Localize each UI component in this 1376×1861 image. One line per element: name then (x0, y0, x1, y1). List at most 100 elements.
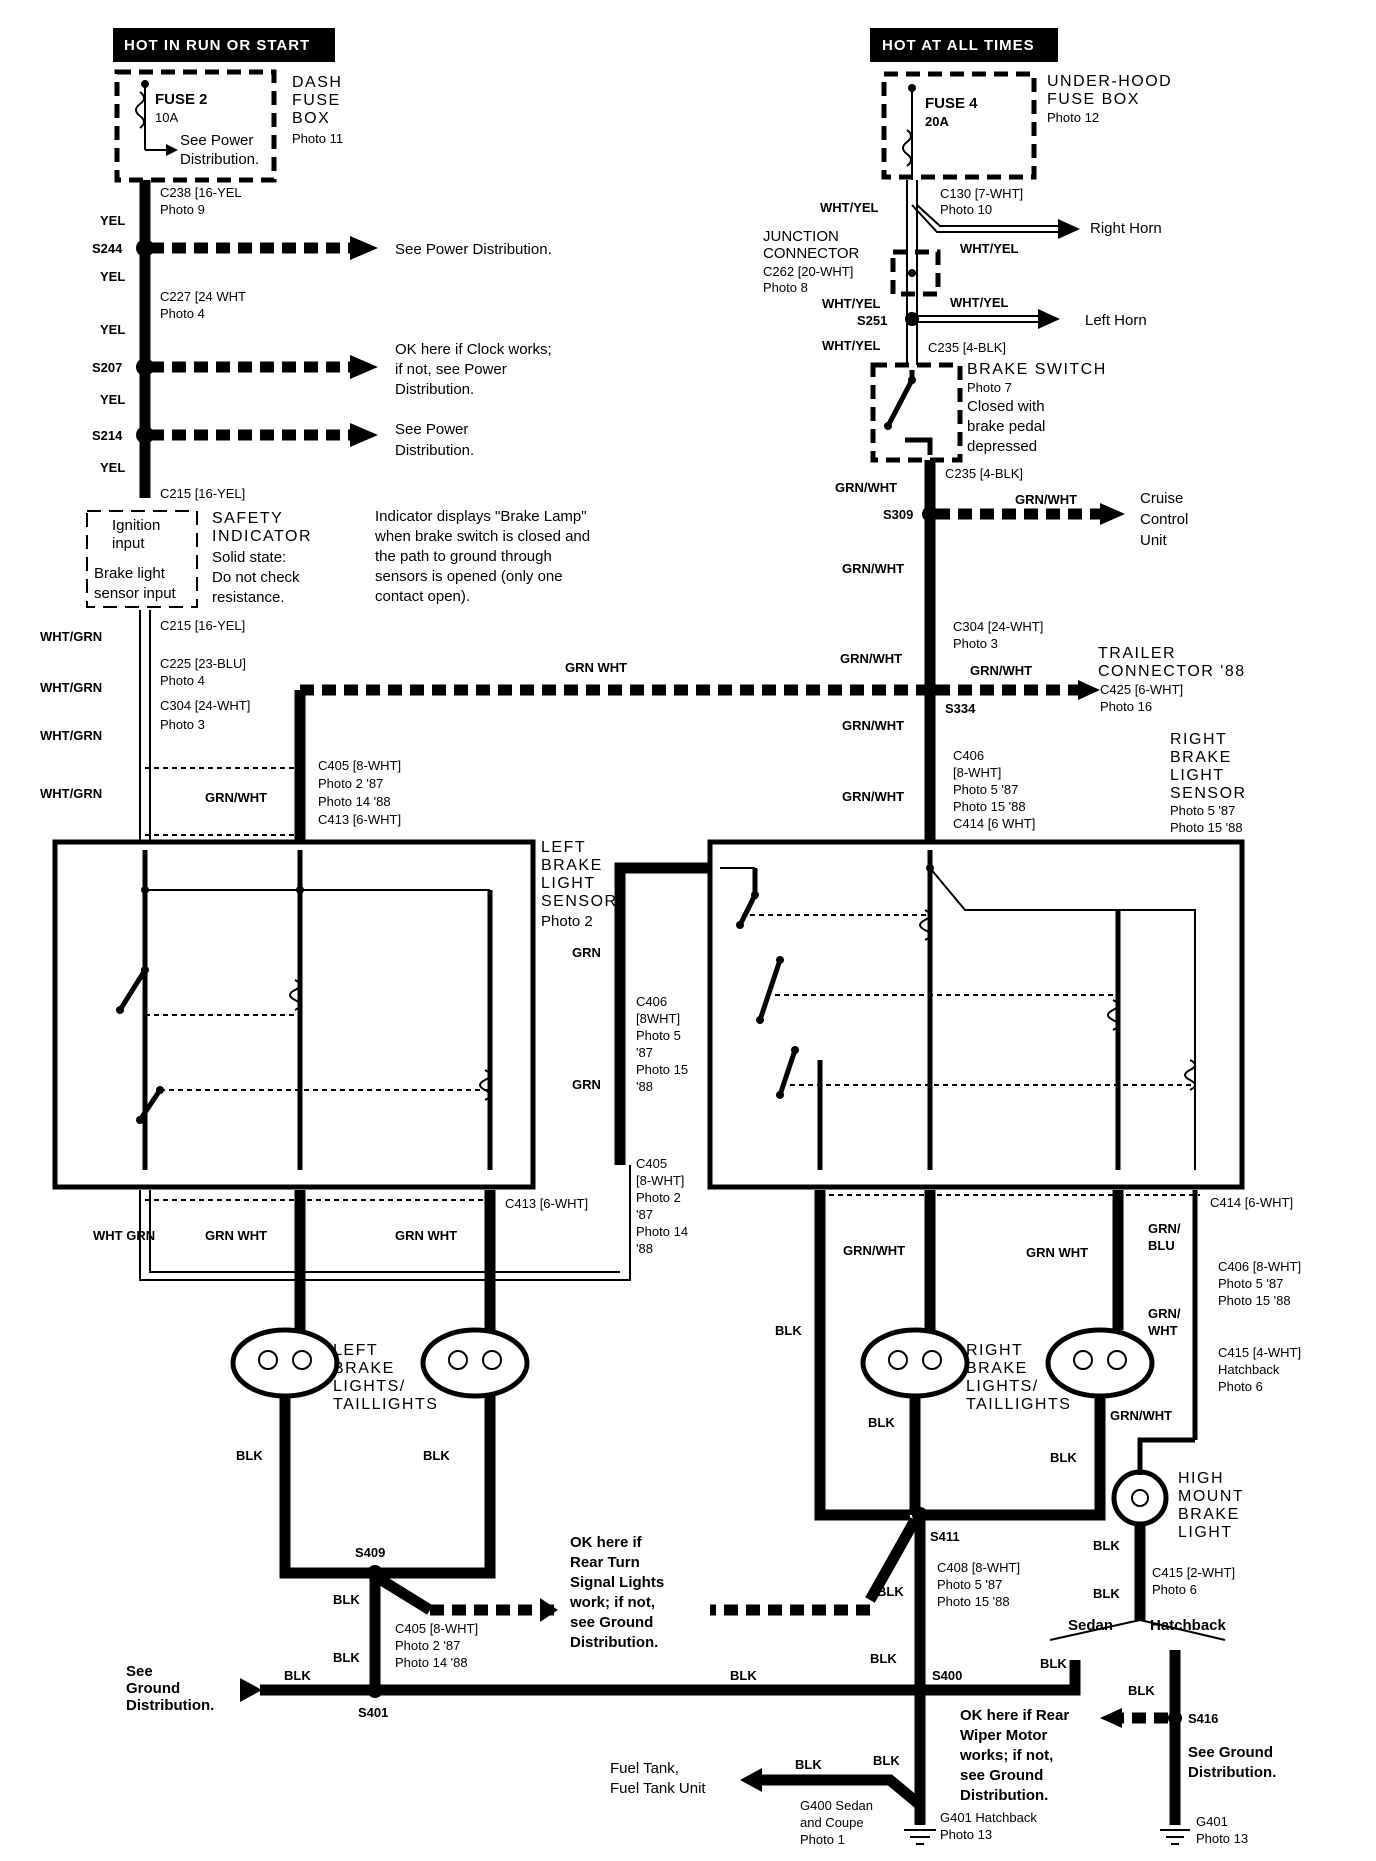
g401-right-1: Photo 13 (1196, 1831, 1248, 1846)
c406-low-2: Photo 15 '88 (1218, 1293, 1291, 1308)
wht-grn-4: WHT/GRN (40, 786, 102, 801)
g401-mid-1: Photo 13 (940, 1827, 992, 1842)
brake-switch-photo: Photo 7 (967, 380, 1012, 395)
c406-low-1: Photo 5 '87 (1218, 1276, 1283, 1291)
s214-note-1: See Power (395, 421, 468, 438)
right-power-section: HOT AT ALL TIMES FUSE 4 20A UNDER-HOOD F… (763, 28, 1245, 842)
s334-label: S334 (945, 701, 976, 716)
fuse-box-label: FUSE BOX (1047, 91, 1140, 108)
right-sensor-1: RIGHT (1170, 731, 1227, 748)
cross-wire-label: GRN WHT (565, 660, 627, 675)
wht-yel-4: WHT/YEL (950, 295, 1009, 310)
wht-grn-return-b (149, 1190, 620, 1273)
s207-note-1: OK here if Clock works; (395, 341, 552, 358)
s400-label: S400 (932, 1668, 962, 1683)
c425-label: C425 [6-WHT] (1100, 682, 1183, 697)
left-sensor-title-1: LEFT (541, 839, 586, 856)
left-sensor-box (52, 839, 536, 1190)
junction-connector (890, 249, 941, 297)
right-horn-label: Right Horn (1090, 220, 1162, 237)
sedan-ground (920, 1660, 1081, 1696)
right-sensor-p2: Photo 15 '88 (1170, 820, 1243, 835)
indicator-note-2: when brake switch is closed and (374, 528, 590, 545)
s416-splice (1168, 1711, 1182, 1725)
right-sensor-3: LIGHT (1170, 767, 1225, 784)
fuel-tank-1: Fuel Tank, (610, 1760, 679, 1777)
safety-desc-3: resistance. (212, 589, 285, 606)
c130-label: C130 [7-WHT] (940, 186, 1023, 201)
c406-mid-2: Photo 5 (636, 1028, 681, 1043)
rear-turn-note-4: work; if not, (569, 1594, 655, 1611)
s411-diag (865, 1517, 920, 1603)
c215-lower: C215 [16-YEL] (160, 618, 245, 633)
wht-grn-1: WHT/GRN (40, 629, 102, 644)
c408-2: Photo 15 '88 (937, 1594, 1010, 1609)
blk-left-1: BLK (236, 1448, 263, 1463)
fuse-2-amp: 10A (155, 110, 178, 125)
s411-label: S411 (930, 1529, 960, 1544)
c414-bottom: C414 [6-WHT] (1210, 1195, 1293, 1210)
fuse-label: FUSE (292, 92, 341, 109)
blk-left-3: BLK (333, 1592, 360, 1607)
rear-turn-note-1: OK here if (570, 1534, 643, 1551)
wiper-note-5: Distribution. (960, 1787, 1048, 1804)
left-switch-contacts (117, 968, 163, 1122)
wht-yel-1: WHT/YEL (820, 200, 879, 215)
rear-turn-note-6: Distribution. (570, 1634, 658, 1651)
s207-splice (136, 358, 154, 376)
hm-title-2: MOUNT (1178, 1488, 1244, 1505)
c413-bottom: C413 [6-WHT] (505, 1196, 588, 1211)
grn-wht-left-label: GRN/WHT (205, 790, 267, 805)
grn-label-1: GRN (572, 945, 601, 960)
c415-top-2: Photo 6 (1218, 1379, 1263, 1394)
fuse-2-symbol (135, 84, 146, 150)
grn-label-2: GRN (572, 1077, 601, 1092)
s309-splice (922, 506, 938, 522)
blk-left-2: BLK (423, 1448, 450, 1463)
safety-desc-2: Do not check (212, 569, 300, 586)
grn-wht-bottom-1: GRN WHT (205, 1228, 267, 1243)
blk-r11: BLK (1128, 1683, 1155, 1698)
yel-label-5: YEL (100, 460, 125, 475)
left-horn-label: Left Horn (1085, 312, 1147, 329)
grn-wht-hm-2: WHT (1148, 1323, 1178, 1338)
c414-top: C414 [6 WHT] (953, 816, 1035, 831)
wht-grn-return-a (139, 1165, 631, 1281)
c304-left: C304 [24-WHT] (160, 698, 250, 713)
yel-label-1: YEL (100, 213, 125, 228)
left-brake-light-1 (230, 1327, 340, 1399)
indicator-note-1: Indicator displays "Brake Lamp" (375, 508, 587, 525)
c227-photo: Photo 4 (160, 306, 205, 321)
blk-mid: BLK (730, 1668, 757, 1683)
safety-title-2: INDICATOR (212, 528, 312, 545)
c406-right-3: Photo 15 '88 (953, 799, 1026, 814)
c406-right-2: Photo 5 '87 (953, 782, 1018, 797)
right-sensor-2: BRAKE (1170, 749, 1232, 766)
see-ground-right-1: See Ground (1188, 1744, 1273, 1761)
c408-1: Photo 5 '87 (937, 1577, 1002, 1592)
c235-top: C235 [4-BLK] (928, 340, 1006, 355)
s309-label: S309 (883, 507, 913, 522)
right-lights-title-1: RIGHT (966, 1342, 1023, 1359)
grn-blu-2: BLU (1148, 1238, 1175, 1253)
see-ground-3: Distribution. (126, 1697, 214, 1714)
see-ground-right-2: Distribution. (1188, 1764, 1276, 1781)
left-lights-title-2: BRAKE (333, 1360, 395, 1377)
c225-label: C225 [23-BLU] (160, 656, 246, 671)
high-mount-brake-light (1111, 1469, 1169, 1527)
c405-left: C405 [8-WHT] (318, 758, 401, 773)
c227-label: C227 [24 WHT (160, 289, 246, 304)
left-power-section: HOT IN RUN OR START FUSE 2 10A See Power… (92, 28, 552, 501)
wht-yel-3: WHT/YEL (822, 296, 881, 311)
right-lights-title-2: BRAKE (966, 1360, 1028, 1377)
hm-title-4: LIGHT (1178, 1524, 1233, 1541)
hm-title-1: HIGH (1178, 1470, 1224, 1487)
wht-yel-2: WHT/YEL (960, 241, 1019, 256)
right-coil-3 (1184, 1059, 1196, 1091)
s334-splice (922, 682, 938, 698)
c406-mid-5: '88 (636, 1079, 653, 1094)
fuse-note-2: Distribution. (180, 151, 259, 168)
left-coil-1 (289, 979, 301, 1011)
c405-mid-1: [8-WHT] (636, 1173, 684, 1188)
